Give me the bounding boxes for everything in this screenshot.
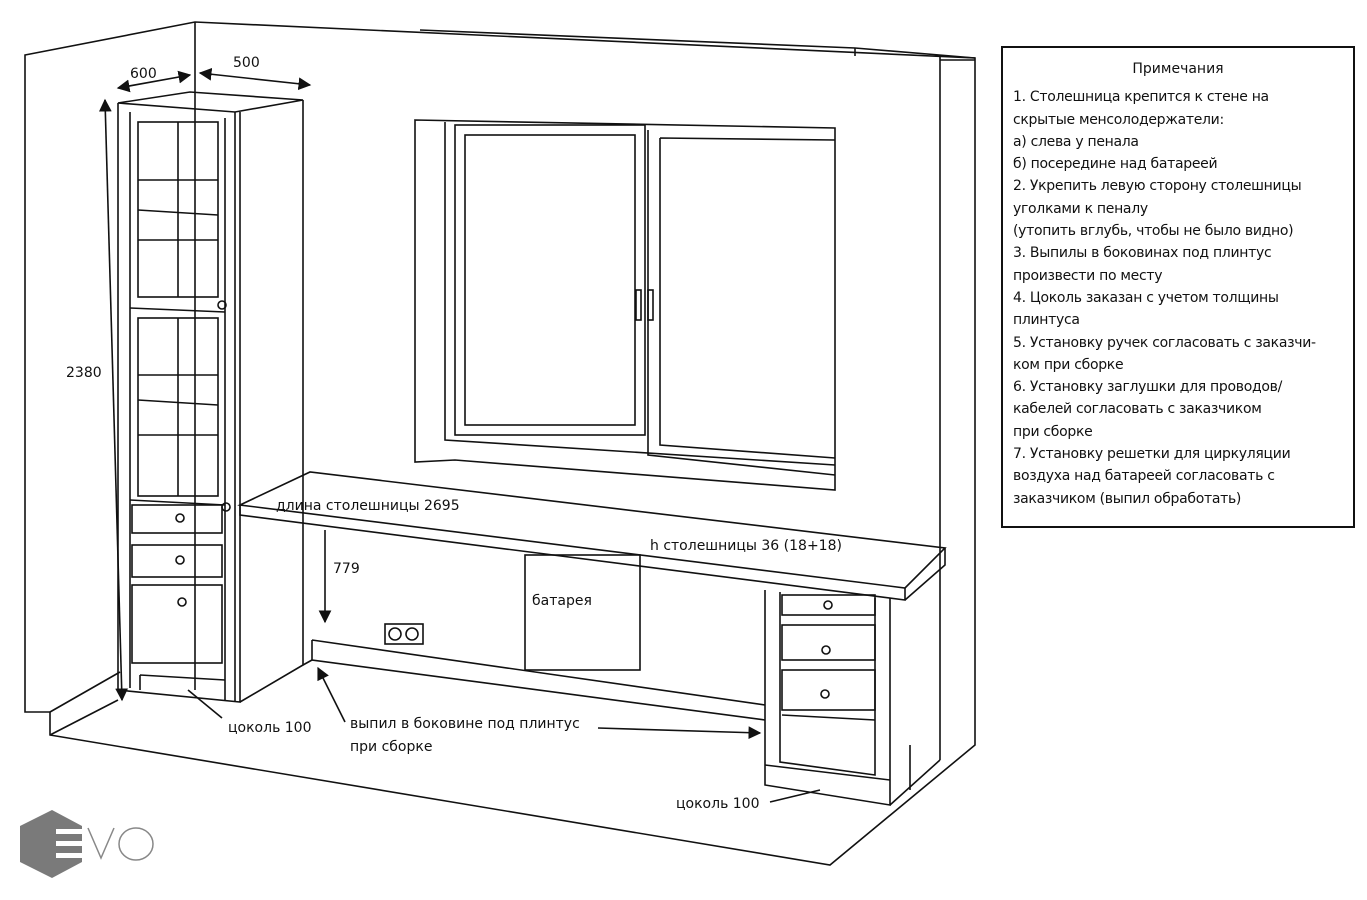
baseboard [302, 639, 766, 721]
note-line: ком при сборке [1013, 356, 1124, 373]
countertop-thickness-label: h столешницы 36 (18+18) [650, 538, 842, 554]
note-line: 4. Цоколь заказан с учетом толщины [1013, 289, 1279, 306]
radiator-label: батарея [532, 593, 592, 609]
cutout-label-line1: выпил в боковине под плинтус [350, 716, 580, 732]
note-line: уголками к пеналу [1013, 200, 1148, 217]
notes-list: 1. Столешница крепится к стене на скрытые… [1013, 86, 1343, 510]
evo-logo [20, 810, 154, 878]
note-line: б) посередине над батареей [1013, 156, 1218, 173]
dimension-lines [98, 67, 821, 803]
note-line: 5. Установку ручек согласовать с заказчи… [1013, 334, 1316, 351]
socket-icon [384, 623, 424, 645]
note-line: 7. Установку решетки для циркуляции [1013, 446, 1291, 463]
note-line: 6. Установку заглушки для проводов/ [1013, 379, 1282, 396]
plinth-right-label: цоколь 100 [676, 796, 760, 812]
note-line: 3. Выпилы в боковинах под плинтус [1013, 245, 1272, 262]
note-line: воздуха над батареей согласовать с [1013, 468, 1275, 485]
note-line: заказчиком (выпил обработать) [1013, 490, 1242, 507]
countertop-length-label: длина столешницы 2695 [276, 498, 460, 514]
note-line: при сборке [1013, 423, 1093, 440]
drawer-unit [764, 590, 941, 806]
notes-title: Примечания [1132, 61, 1224, 77]
note-line: (утопить вглубь, чтобы не было видно) [1013, 223, 1294, 240]
cutout-label-line2: при сборке [350, 739, 432, 755]
notes-box: Примечания 1. Столешница крепится к стен… [1001, 46, 1355, 528]
note-line: плинтуса [1013, 312, 1080, 329]
room-outline [24, 21, 976, 866]
note-line: а) слева у пенала [1013, 133, 1139, 150]
cabinet-width-label: 500 [233, 55, 260, 71]
note-line: произвести по месту [1013, 267, 1163, 284]
countertop [237, 471, 947, 601]
tall-cabinet [117, 91, 304, 703]
window [414, 119, 836, 491]
note-line: скрытые менсолодержатели: [1013, 111, 1224, 128]
radiator [524, 554, 641, 671]
cabinet-height-label: 2380 [66, 365, 102, 381]
note-line: 1. Столешница крепится к стене на [1013, 89, 1269, 106]
cabinet-depth-label: 600 [130, 66, 157, 82]
countertop-height-label: 779 [333, 561, 360, 577]
note-line: 2. Укрепить левую сторону столешницы [1013, 178, 1302, 195]
note-line: кабелей согласовать с заказчиком [1013, 401, 1262, 418]
plinth-left-label: цоколь 100 [228, 720, 312, 736]
